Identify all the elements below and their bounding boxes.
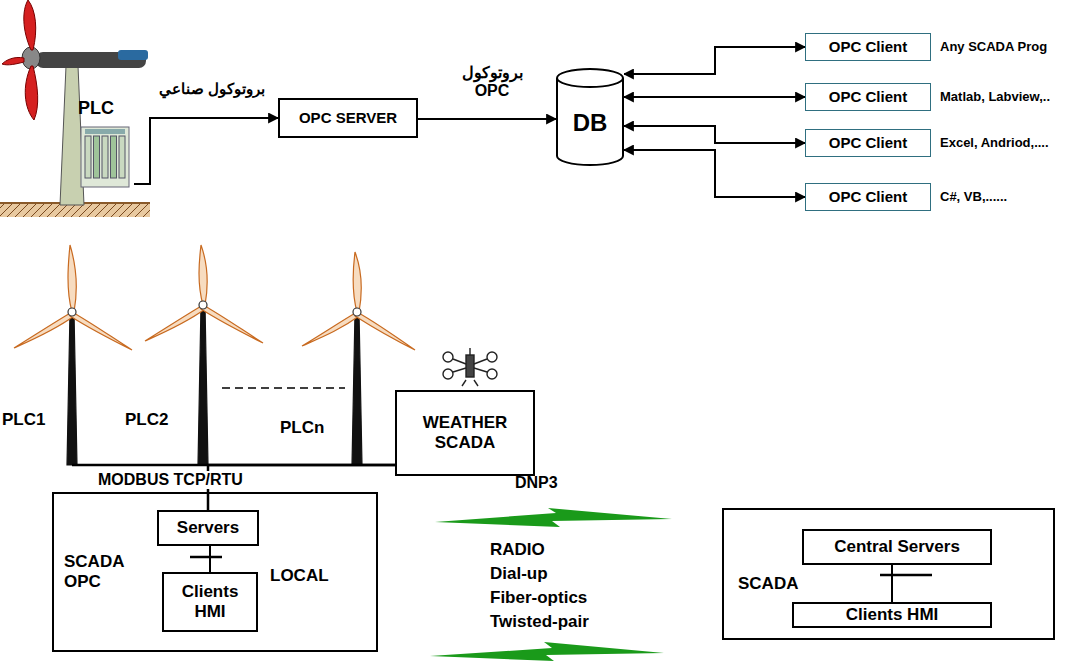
node-text: DB <box>573 97 608 137</box>
plc-cabinet-icon <box>80 126 132 190</box>
node-text: OPC Client <box>829 188 907 205</box>
client-box: OPC ClientMatlab, Labview,.. <box>805 83 931 111</box>
edge-label: بروتوكول صناعي <box>148 80 276 97</box>
plc-cabinet: PLC <box>78 98 134 194</box>
hmi-box: Clients HMI <box>162 572 258 632</box>
client-box: OPC ClientExcel, Andriod,.... <box>805 129 931 157</box>
weather-sensor-icon <box>443 348 497 386</box>
connector <box>134 118 278 184</box>
node-text: Clients HMI <box>171 582 249 621</box>
annotation-label: MODBUS TCP/RTU <box>95 471 246 489</box>
database-cylinder: DB <box>556 68 624 166</box>
connector <box>624 47 805 74</box>
client-software-note: Any SCADA Prog <box>940 40 1047 55</box>
server-box: OPC SERVER <box>278 98 418 138</box>
server-box: Central Servers <box>802 529 992 565</box>
node-text: WEATHER SCADA <box>397 413 533 452</box>
annotation-label: DNP3 <box>515 474 558 492</box>
ellipsis-dashes <box>222 387 345 389</box>
annotation-label: Fiber-optics <box>490 588 587 608</box>
hmi-box: Clients HMI <box>792 602 992 628</box>
connector <box>624 150 805 197</box>
wind-turbine <box>0 0 150 217</box>
comm-link-bolt <box>430 508 672 661</box>
annotation-label: PLC1 <box>2 410 45 430</box>
node-text: SCADA OPC <box>64 552 134 591</box>
annotation-label: PLCn <box>280 418 324 438</box>
node-text: OPC Client <box>829 134 907 151</box>
annotation-label: PLC2 <box>125 410 168 430</box>
client-software-note: Excel, Andriod,.... <box>940 136 1049 151</box>
node-text: SCADA <box>738 574 798 594</box>
central-scada-group: SCADA Central ServersClients HMI <box>722 508 1055 640</box>
node-text: PLC <box>78 98 134 119</box>
client-box: OPC ClientC#, VB,...... <box>805 183 931 211</box>
connector <box>209 546 211 572</box>
node-text: LOCAL <box>270 566 329 586</box>
edge-label: بروتوكول OPC <box>452 64 532 101</box>
monitor-stand <box>190 556 222 559</box>
connector <box>418 118 556 120</box>
connector <box>624 96 805 98</box>
node-text: OPC Client <box>829 38 907 55</box>
weather-scada-box: WEATHER SCADA <box>395 390 535 476</box>
wind-turbines <box>14 245 415 465</box>
monitor-stand <box>880 574 932 577</box>
node-text: Clients HMI <box>846 605 939 625</box>
annotation-label: Dial-up <box>490 564 548 584</box>
client-software-note: Matlab, Labview,.. <box>940 90 1050 105</box>
server-box: Servers <box>157 510 259 546</box>
client-software-note: C#, VB,...... <box>940 190 1007 205</box>
node-text: OPC SERVER <box>299 109 397 126</box>
node-text: OPC Client <box>829 88 907 105</box>
node-text: Central Servers <box>834 537 960 557</box>
connector <box>891 565 893 602</box>
connector <box>624 126 805 143</box>
node-text: Servers <box>177 518 239 538</box>
local-scada-group: SCADA OPC LOCAL ServersClients HMI <box>52 492 378 652</box>
annotation-label: RADIO <box>490 540 545 560</box>
client-box: OPC ClientAny SCADA Prog <box>805 33 931 61</box>
annotation-label: Twisted-pair <box>490 612 589 632</box>
